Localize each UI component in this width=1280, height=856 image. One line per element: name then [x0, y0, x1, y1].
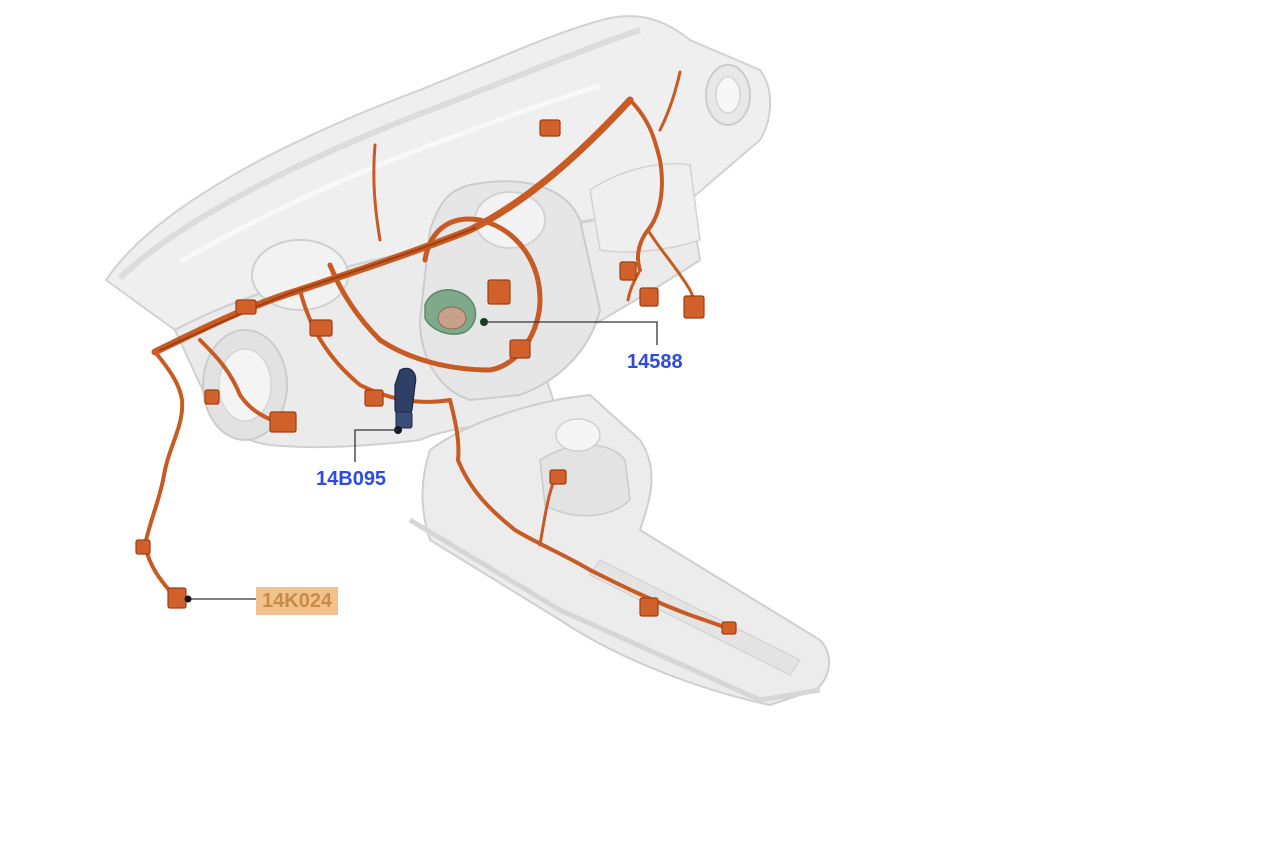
connector — [269, 411, 297, 433]
leader-14b095 — [354, 429, 398, 462]
connector — [683, 295, 705, 319]
harness-mid-drop — [372, 143, 382, 242]
connector — [235, 299, 257, 315]
right-glovebox — [589, 162, 701, 253]
leader-14588 — [484, 321, 658, 345]
harness-top-lead — [658, 70, 682, 132]
connector — [309, 319, 333, 337]
harness-shade — [159, 227, 476, 351]
connector — [509, 339, 531, 359]
component-14b095 — [394, 367, 417, 434]
connector — [487, 279, 511, 305]
connector — [639, 597, 659, 617]
harness-right-drop-2 — [626, 268, 642, 302]
connector — [549, 469, 567, 485]
connector — [204, 389, 220, 405]
floor-console — [408, 393, 831, 707]
cup-holder — [555, 418, 601, 452]
leader-14k024-dot — [184, 595, 192, 603]
console-floor-rail — [408, 517, 821, 703]
component-14b095-plug — [395, 411, 413, 429]
connector — [167, 587, 187, 609]
harness-right-branch — [628, 98, 664, 272]
connector — [364, 389, 384, 407]
harness-console-run — [448, 398, 734, 632]
connector — [639, 287, 659, 307]
callout-label-14k024[interactable]: 14K024 — [256, 587, 339, 615]
dashboard-top-ridge — [117, 27, 641, 281]
leader-lines — [184, 321, 658, 603]
component-14b095-body — [394, 367, 417, 419]
right-vent-inner — [715, 76, 741, 114]
connector — [539, 119, 561, 137]
harness-left-descent — [143, 350, 185, 599]
left-vent-inner — [218, 348, 272, 422]
connector — [619, 261, 637, 281]
dashboard-defrost-slot — [178, 83, 601, 265]
connector — [721, 621, 737, 635]
callout-label-14588[interactable]: 14588 — [627, 351, 683, 373]
callout-label-14b095[interactable]: 14B095 — [316, 468, 387, 490]
component-14588-plug — [437, 306, 467, 330]
harness-connectors — [135, 119, 737, 635]
connector — [135, 539, 151, 555]
component-14588 — [424, 289, 488, 335]
